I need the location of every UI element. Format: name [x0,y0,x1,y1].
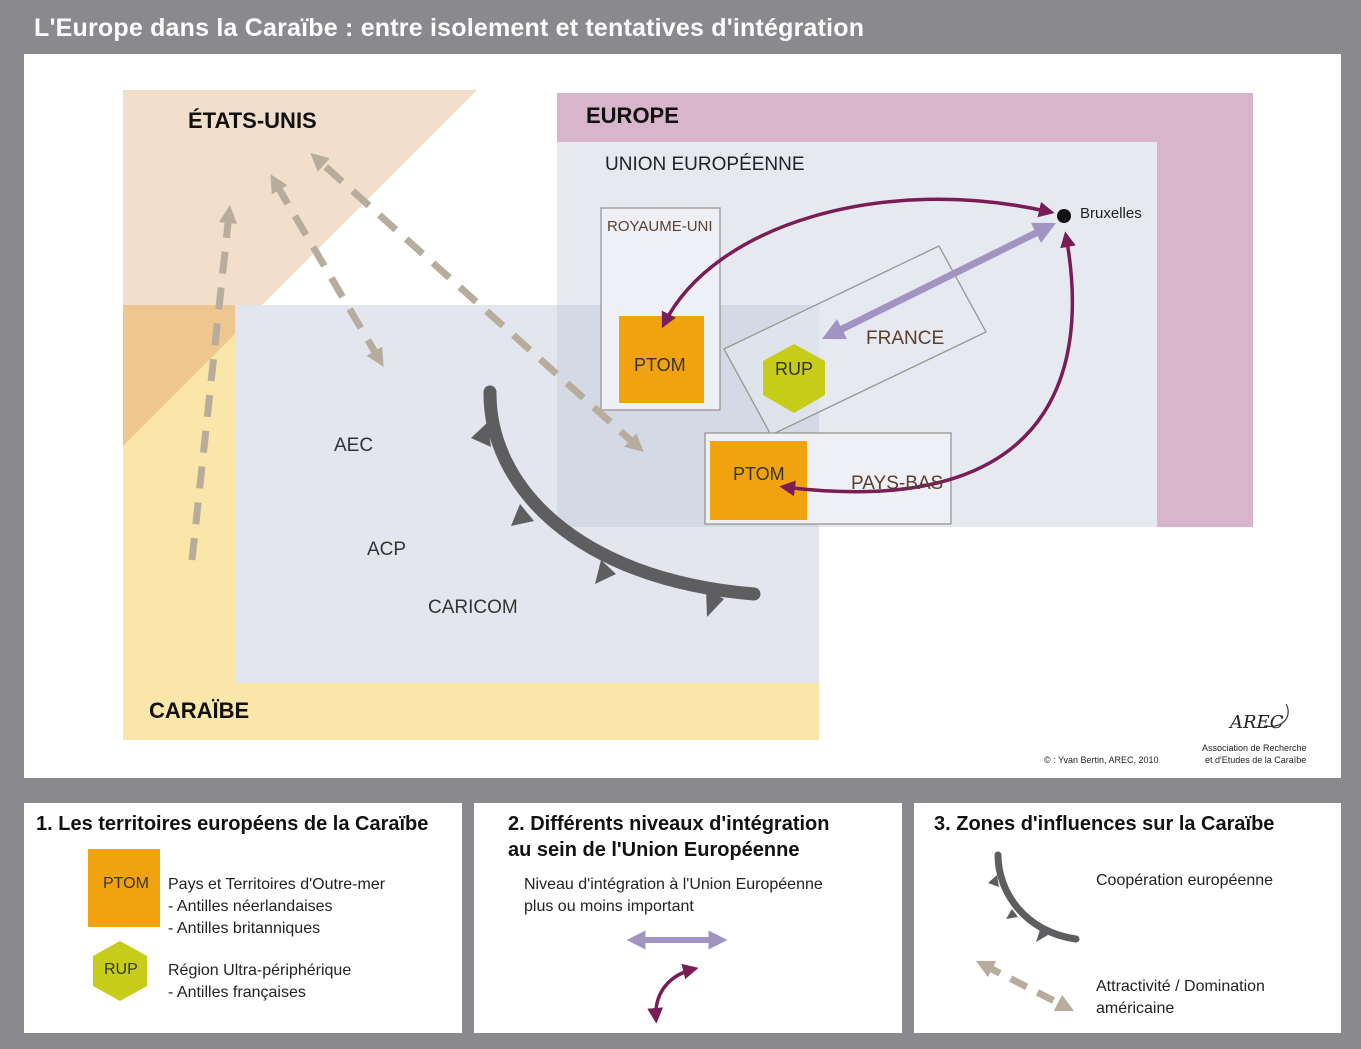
label-europe: EUROPE [586,103,679,128]
coop-tick-2 [511,504,534,526]
bruxelles-dot [1057,209,1071,223]
legend-coop-text: Coopération européenne [1096,872,1274,889]
legend-1-title: 1. Les territoires européens de la Caraï… [36,813,429,835]
label-caraibe: CARAÏBE [149,698,250,723]
legend-2-arrows [626,930,728,1024]
legend-rup-desc-1: Région Ultra-périphérique [168,962,352,979]
legend-rup-desc-2: - Antilles françaises [168,984,306,1001]
bruxelles-ptom-uk-arrow [661,197,1055,329]
label-france: FRANCE [866,328,945,349]
legend-ptom-label: PTOM [103,875,149,892]
legend-integration: 2. Différents niveaux d'intégration au s… [474,803,902,1033]
legend-ptom-desc-3: - Antilles britanniques [168,920,321,937]
bruxelles-ptom-nl-arrow [779,231,1076,497]
legend-2-title-2: au sein de l'Union Européenne [508,839,800,861]
legend-3-title: 3. Zones d'influences sur la Caraïbe [934,813,1275,835]
legend-2-title-1: 2. Différents niveaux d'intégration [508,813,830,835]
label-ptom-uk: PTOM [634,355,686,375]
legend-ptom-desc-1: Pays et Territoires d'Outre-mer [168,876,386,893]
coop-tick-3 [595,560,616,584]
legend-influences: 3. Zones d'influences sur la Caraïbe Coo… [914,803,1341,1033]
legend-2-desc-2: plus ou moins important [524,898,694,915]
legend-rup-hexagon [93,941,147,1001]
us-caraibe-overlap [123,305,264,446]
coop-tick-1 [471,422,491,447]
legend-2-desc-1: Niveau d'intégration à l'Union Européenn… [524,876,823,893]
label-aec: AEC [334,435,374,456]
legend-attr-text-2: américaine [1096,1000,1175,1017]
legend-territoires: 1. Les territoires européens de la Caraï… [24,803,462,1033]
cooperation-arc [483,385,761,601]
label-caricom: CARICOM [428,597,518,618]
legend-ptom-square [88,849,160,927]
label-bruxelles: Bruxelles [1080,205,1142,222]
arec-caption-2: et d'Etudes de la Caraïbe [1205,755,1307,765]
legend-coop-arc [988,851,1080,943]
label-pays-bas: PAYS-BAS [851,473,944,494]
label-rup: RUP [775,359,814,379]
label-acp: ACP [367,539,407,560]
label-ptom-nl: PTOM [733,464,785,484]
legend-ptom-desc-2: - Antilles néerlandaises [168,898,333,915]
label-union-europeenne: UNION EUROPÉENNE [605,154,805,175]
legend-attr-text-1: Attractivité / Domination [1096,978,1265,995]
arec-logo-swirl [1263,703,1289,727]
map-diagram [123,90,1289,740]
label-etats-unis: ÉTATS-UNIS [188,108,317,133]
credit-text: © : Yvan Bertin, AREC, 2010 [1044,755,1159,765]
coop-tick-4 [706,589,724,617]
us-arrow-1 [188,204,238,561]
page-title: L'Europe dans la Caraïbe : entre isoleme… [34,14,865,42]
arec-caption-1: Association de Recherche [1202,743,1307,753]
legend-rup-label: RUP [104,961,138,978]
arec-logo: AREC [1230,712,1284,733]
map-panel: ÉTATS-UNIS EUROPE UNION EUROPÉENNE ROYAU… [24,54,1341,778]
legend-us-arrow [975,960,1075,1012]
label-royaume-uni: ROYAUME-UNI [607,218,713,235]
